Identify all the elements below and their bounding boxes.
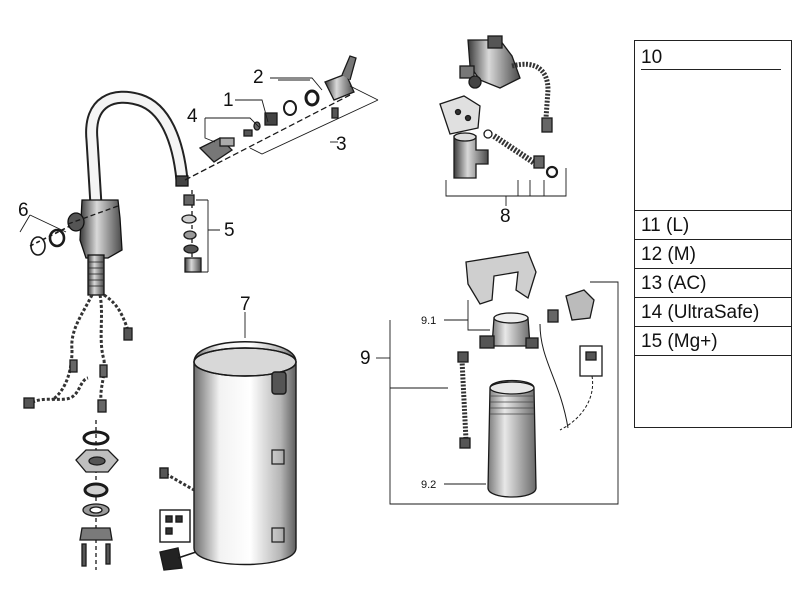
callout-9-1: 9.1 [421, 315, 436, 327]
wall-bracket [439, 95, 481, 135]
parts-table-row: 11 (L) [635, 211, 791, 240]
filter-bracket [465, 251, 537, 305]
parts-table-row: 12 (M) [635, 240, 791, 269]
boiler-cup-icon [271, 449, 285, 465]
callout-7: 7 [240, 294, 251, 315]
handle-parts [184, 55, 357, 181]
parts-table-cell-10: 10 [635, 41, 791, 211]
faucet-body-port [67, 212, 85, 232]
parts-table-header-rule [641, 69, 781, 70]
callout-8: 8 [500, 206, 511, 227]
boiler-tank [159, 312, 297, 571]
short-hose [492, 133, 538, 167]
mount-nut [79, 527, 113, 541]
parts-table-row: 15 (Mg+) [635, 327, 791, 356]
mount-screw-2 [105, 543, 111, 565]
spout-tip [175, 175, 189, 187]
threaded-stem [87, 254, 105, 296]
mount-ring [82, 430, 110, 446]
boiler-plug [159, 547, 183, 571]
boiler-bracket [159, 509, 191, 543]
callout-9-2: 9.2 [421, 479, 436, 491]
boiler-hose [165, 472, 195, 492]
parts-table: 10 11 (L) 12 (M) 13 (AC) 14 (UltraSafe) … [634, 40, 792, 428]
aerator [184, 257, 202, 273]
lever-handle [324, 73, 355, 101]
callout-5: 5 [224, 220, 235, 241]
parts-table-row: 14 (UltraSafe) [635, 298, 791, 327]
sensor-module [565, 289, 595, 321]
braided-hose [511, 61, 551, 119]
faucet-spout [85, 90, 189, 212]
callout-6: 6 [18, 200, 29, 221]
aerator-parts [181, 190, 202, 273]
parts-table-row: 13 (AC) [635, 269, 791, 298]
t-fitting [453, 135, 489, 179]
faucet-body [79, 199, 123, 259]
boiler-indicator [271, 371, 287, 395]
callout-leaders-faucet [19, 77, 379, 273]
filter-cartridge [487, 379, 537, 498]
inlet-hose [27, 376, 89, 407]
handle-ring [304, 89, 320, 107]
callout-9: 9 [360, 348, 371, 369]
mount-screw-1 [81, 543, 87, 567]
spout-seal-parts [29, 225, 71, 256]
faucet-assembly [23, 90, 189, 413]
valve-kit [439, 35, 567, 206]
parts-table-header: 10 [641, 47, 663, 68]
callout-3: 3 [336, 134, 347, 155]
callout-4: 4 [187, 106, 198, 127]
boiler-body [193, 341, 297, 566]
mounting-kit [75, 420, 119, 570]
callout-1: 1 [223, 90, 234, 111]
mount-washer-1 [83, 482, 109, 498]
faucet-hoses [51, 293, 130, 409]
callout-2: 2 [253, 67, 264, 88]
filter-system [376, 251, 619, 505]
handle-oring [283, 100, 297, 116]
filter-frame [389, 281, 619, 505]
filter-hose [459, 359, 469, 441]
